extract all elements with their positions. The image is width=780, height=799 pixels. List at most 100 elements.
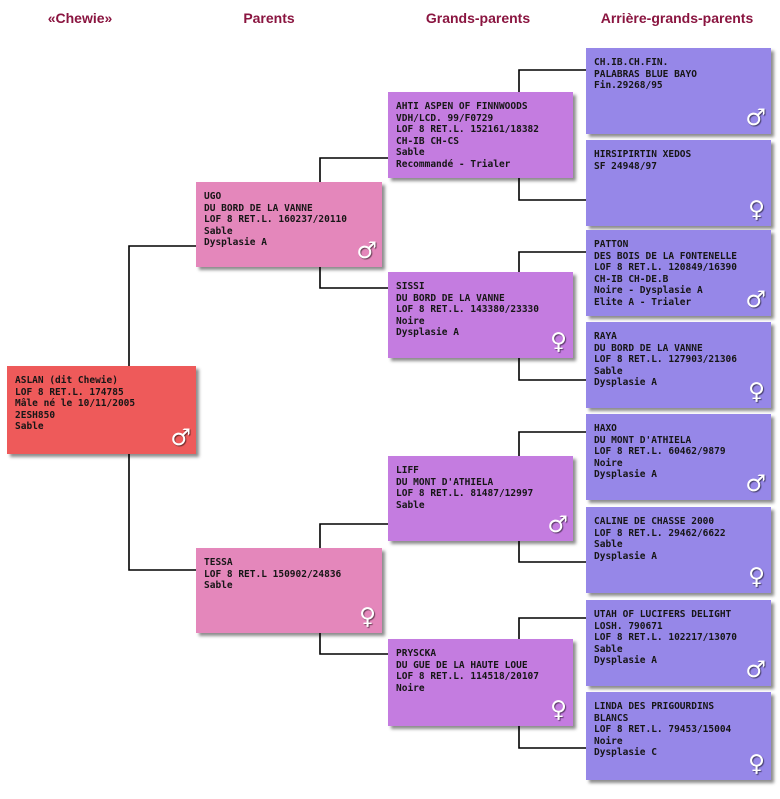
great-grandparent-line: CH.IB.CH.FIN. xyxy=(594,57,669,68)
grandparent-line: VDH/LCD. 99/F0729 xyxy=(396,112,494,124)
parent-line: TESSA xyxy=(204,557,233,568)
great-grandparent-line: Sable xyxy=(594,365,623,377)
subject-line: 2ESH850 xyxy=(15,409,56,421)
great-grandparent-card-7[interactable]: UTAH OF LUCIFERS DELIGHT LOSH. 790671 LO… xyxy=(586,600,771,686)
great-grandparent-line: CH-IB CH-DE.B xyxy=(594,273,669,285)
grandparent-line: DU GUE DE LA HAUTE LOUE xyxy=(396,659,528,671)
great-grandparent-card-5[interactable]: HAXO DU MONT D'ATHIELA LOF 8 RET.L. 6046… xyxy=(586,414,771,500)
great-grandparent-line: Noire - Dysplasie A xyxy=(594,285,703,297)
female-symbol-icon: ♀ xyxy=(748,564,765,590)
subject-line: Sable xyxy=(15,421,44,433)
connector-liff-greatgrandparents xyxy=(518,431,586,563)
grandparent-card-3[interactable]: LIFF DU MONT D'ATHIELA LOF 8 RET.L. 8148… xyxy=(388,456,573,541)
great-grandparent-line: Sable xyxy=(594,643,623,655)
great-grandparent-line: HAXO xyxy=(594,423,617,434)
great-grandparent-line: PALABRAS BLUE BAYO xyxy=(594,68,697,80)
subject-line: Mâle né le 10/11/2005 xyxy=(15,398,136,410)
great-grandparent-line: LOF 8 RET.L. 102217/13070 xyxy=(594,632,737,644)
parent-line: LOF 8 RET.L. 160237/20110 xyxy=(204,214,347,226)
female-symbol-icon: ♀ xyxy=(748,379,765,405)
grandparent-line: Noire xyxy=(396,315,425,327)
great-grandparent-line: Elite A - Trialer xyxy=(594,296,692,308)
parent-line: UGO xyxy=(204,191,222,202)
great-grandparent-line: LOSH. 790671 xyxy=(594,620,663,632)
great-grandparent-line: Sable xyxy=(594,539,623,551)
female-symbol-icon: ♀ xyxy=(748,197,765,223)
subject-line: LOF 8 RET.L. 174785 xyxy=(15,386,124,398)
grandparent-line: CH-IB CH-CS xyxy=(396,135,459,147)
great-grandparent-line: Dysplasie A xyxy=(594,550,657,562)
great-grandparent-line: DU BORD DE LA VANNE xyxy=(594,342,703,354)
grandparent-line: AHTI ASPEN OF FINNWOODS xyxy=(396,101,528,112)
great-grandparent-line: CALINE DE CHASSE 2000 xyxy=(594,516,715,527)
great-grandparent-card-6[interactable]: CALINE DE CHASSE 2000 LOF 8 RET.L. 29462… xyxy=(586,507,771,593)
connector-pryscka-greatgrandparents xyxy=(518,617,586,749)
great-grandparent-line: Dysplasie A xyxy=(594,655,657,667)
male-symbol-icon: ♂ xyxy=(547,512,568,538)
header-great-grandparents: Arrière-grands-parents xyxy=(600,10,754,26)
subject-card[interactable]: ASLAN (dit Chewie) LOF 8 RET.L. 174785 M… xyxy=(7,366,196,454)
connector-ugo-grandparents xyxy=(319,157,388,289)
grandparent-line: DU MONT D'ATHIELA xyxy=(396,476,494,488)
great-grandparent-line: HIRSIPIRTIN XEDOS xyxy=(594,149,692,160)
male-symbol-icon: ♂ xyxy=(170,425,191,451)
grandparent-line: DU BORD DE LA VANNE xyxy=(396,292,505,304)
parent-line: Sable xyxy=(204,580,233,592)
subject-line: ASLAN (dit Chewie) xyxy=(15,375,118,386)
grandparent-card-4[interactable]: PRYSCKA DU GUE DE LA HAUTE LOUE LOF 8 RE… xyxy=(388,639,573,726)
male-symbol-icon: ♂ xyxy=(356,238,377,264)
connector-sissi-greatgrandparents xyxy=(518,251,586,381)
header-parents: Parents xyxy=(243,10,295,26)
great-grandparent-card-2[interactable]: HIRSIPIRTIN XEDOS SF 24948/97 ♀ xyxy=(586,140,771,226)
great-grandparent-line: LOF 8 RET.L. 29462/6622 xyxy=(594,527,726,539)
grandparent-line: SISSI xyxy=(396,281,425,292)
male-symbol-icon: ♂ xyxy=(745,287,766,313)
male-symbol-icon: ♂ xyxy=(745,657,766,683)
connector-tessa-grandparents xyxy=(319,523,388,655)
parent-line: LOF 8 RET.L 150902/24836 xyxy=(204,568,342,580)
great-grandparent-card-1[interactable]: CH.IB.CH.FIN. PALABRAS BLUE BAYO Fin.292… xyxy=(586,48,771,134)
great-grandparent-line: Fin.29268/95 xyxy=(594,80,663,92)
male-symbol-icon: ♂ xyxy=(745,105,766,131)
connector-subject-parents xyxy=(128,245,196,571)
female-symbol-icon: ♀ xyxy=(359,604,376,630)
grandparent-line: Dysplasie A xyxy=(396,327,459,339)
great-grandparent-line: Noire xyxy=(594,457,623,469)
female-symbol-icon: ♀ xyxy=(748,751,765,777)
great-grandparent-line: LOF 8 RET.L. 79453/15004 xyxy=(594,724,732,736)
grandparent-line: Sable xyxy=(396,499,425,511)
grandparent-line: Recommandé - Trialer xyxy=(396,158,511,170)
grandparent-line: Sable xyxy=(396,147,425,159)
great-grandparent-line: PATTON xyxy=(594,239,629,250)
great-grandparent-line: Dysplasie A xyxy=(594,377,657,389)
great-grandparent-line: DU MONT D'ATHIELA xyxy=(594,434,692,446)
great-grandparent-line: RAYA xyxy=(594,331,617,342)
great-grandparent-card-3[interactable]: PATTON DES BOIS DE LA FONTENELLE LOF 8 R… xyxy=(586,230,771,316)
great-grandparent-line: LOF 8 RET.L. 120849/16390 xyxy=(594,262,737,274)
great-grandparent-line: LOF 8 RET.L. 127903/21306 xyxy=(594,354,737,366)
great-grandparent-line: LINDA DES PRIGOURDINS BLANCS xyxy=(594,701,715,724)
grandparent-line: LOF 8 RET.L. 143380/23330 xyxy=(396,304,539,316)
parent-line: Sable xyxy=(204,225,233,237)
grandparent-card-1[interactable]: AHTI ASPEN OF FINNWOODS VDH/LCD. 99/F072… xyxy=(388,92,573,178)
grandparent-line: Noire xyxy=(396,682,425,694)
great-grandparent-line: Dysplasie C xyxy=(594,747,657,759)
parent-line: DU BORD DE LA VANNE xyxy=(204,202,313,214)
female-symbol-icon: ♀ xyxy=(550,329,567,355)
female-symbol-icon: ♀ xyxy=(550,697,567,723)
grandparent-line: PRYSCKA xyxy=(396,648,437,659)
great-grandparent-card-8[interactable]: LINDA DES PRIGOURDINS BLANCS LOF 8 RET.L… xyxy=(586,692,771,780)
header-subject: «Chewie» xyxy=(47,10,113,26)
great-grandparent-line: Dysplasie A xyxy=(594,469,657,481)
parent-card-sire[interactable]: UGO DU BORD DE LA VANNE LOF 8 RET.L. 160… xyxy=(196,182,382,267)
grandparent-card-2[interactable]: SISSI DU BORD DE LA VANNE LOF 8 RET.L. 1… xyxy=(388,272,573,358)
great-grandparent-line: DES BOIS DE LA FONTENELLE xyxy=(594,250,737,262)
great-grandparent-line: Noire xyxy=(594,735,623,747)
great-grandparent-line: LOF 8 RET.L. 60462/9879 xyxy=(594,446,726,458)
header-grandparents: Grands-parents xyxy=(425,10,531,26)
great-grandparent-line: SF 24948/97 xyxy=(594,160,657,172)
grandparent-line: LOF 8 RET.L. 114518/20107 xyxy=(396,671,539,683)
great-grandparent-card-4[interactable]: RAYA DU BORD DE LA VANNE LOF 8 RET.L. 12… xyxy=(586,322,771,408)
parent-card-dam[interactable]: TESSA LOF 8 RET.L 150902/24836 Sable ♀ xyxy=(196,548,382,633)
